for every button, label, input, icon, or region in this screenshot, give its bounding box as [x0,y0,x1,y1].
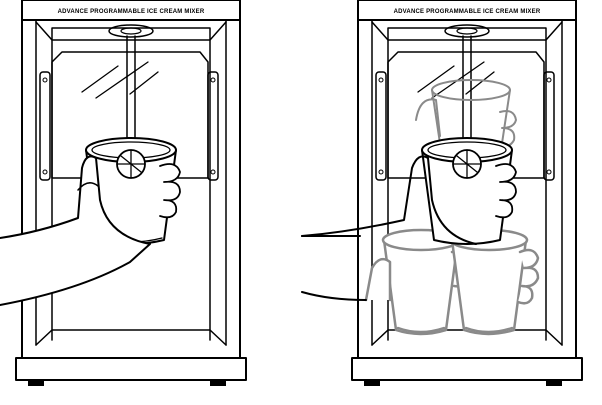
spindle-shaft [126,35,136,149]
foot-right [210,380,226,386]
foot-right [546,380,562,386]
shield-bracket-left [375,71,387,181]
chamber-ceiling [371,21,563,41]
chamber-floor [35,329,227,346]
shield-bracket-right [207,71,219,181]
chamber-ceiling [35,21,227,41]
mixer-panel-left: ADVANCE PROGRAMMABLE ICE CREAM MIXER [0,0,247,386]
ghost-cup-lower-right [449,228,540,336]
shield-bracket-left [39,71,51,181]
header-label: ADVANCE PROGRAMMABLE ICE CREAM MIXER [394,9,541,15]
spindle-mount [444,24,490,38]
hand-thumb [77,182,99,191]
foot-left [364,380,380,386]
hand-palm [0,155,151,306]
hand-forearm [301,235,367,301]
foot-left [28,380,44,386]
shield-glare [81,61,159,99]
spindle-shaft [462,35,472,149]
spindle-mount [108,24,154,38]
cup-body [421,149,513,245]
hand-palm [301,155,477,245]
header-band [21,0,241,21]
header-label: ADVANCE PROGRAMMABLE ICE CREAM MIXER [58,9,205,15]
shield-bracket-right [543,71,555,181]
mixer-panel-right: ADVANCE PROGRAMMABLE ICE CREAM MIXER [301,0,583,386]
cabinet-base [351,357,583,381]
hand-fingers [495,163,517,219]
hand-fingers [159,163,181,219]
cabinet-base [15,357,247,381]
header-band [357,0,577,21]
